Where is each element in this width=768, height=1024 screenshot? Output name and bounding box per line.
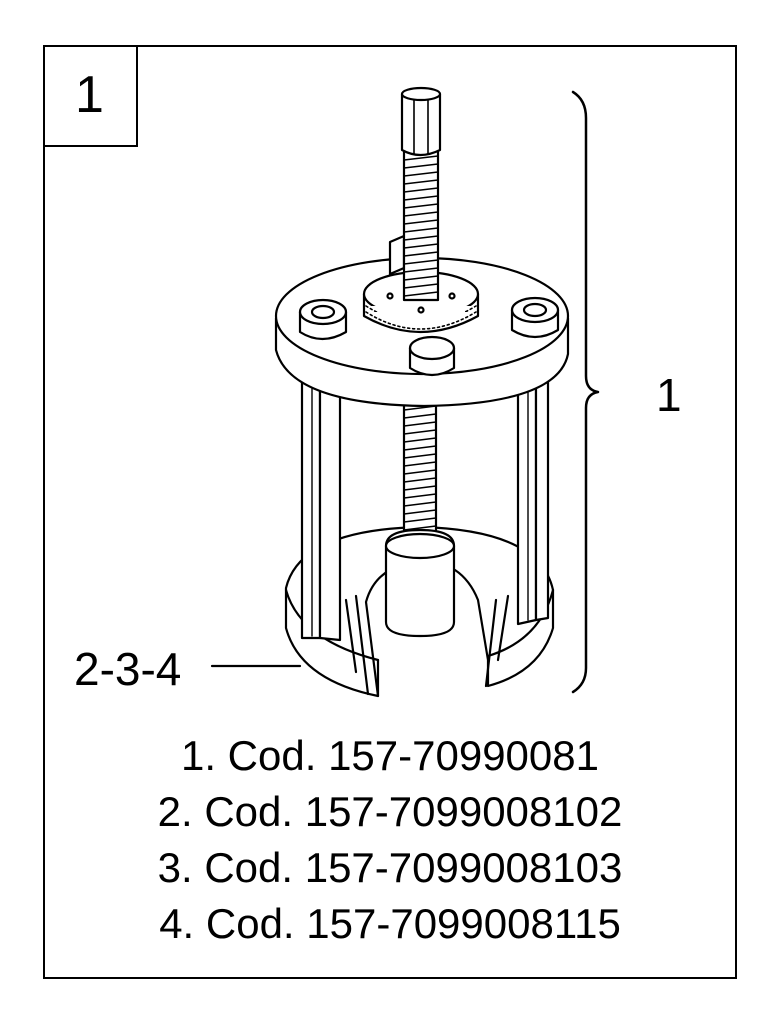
figure-frame (43, 45, 737, 979)
lower-threaded-rod (402, 400, 438, 544)
plate-bolts (298, 234, 560, 377)
base-plate (284, 525, 555, 698)
part-code-item: 4. Cod. 157-7099008115 (159, 900, 621, 947)
part-code-item: 2. Cod. 157-7099008102 (157, 788, 623, 835)
assembly-bracket (571, 90, 600, 694)
components-callout: 2-3-4 (74, 643, 182, 695)
part-code-list: 1. Cod. 157-70990081 2. Cod. 157-7099008… (43, 728, 737, 952)
pressing-cup (384, 528, 456, 638)
upper-threaded-rod (402, 148, 440, 302)
hex-head (400, 86, 442, 157)
part-code-item: 1. Cod. 157-70990081 (180, 732, 599, 779)
knurled-nut (362, 270, 480, 334)
part-code-item: 3. Cod. 157-7099008103 (157, 844, 623, 891)
figure-number: 1 (43, 45, 138, 147)
support-legs (300, 378, 550, 642)
assembly-callout: 1 (656, 369, 682, 421)
